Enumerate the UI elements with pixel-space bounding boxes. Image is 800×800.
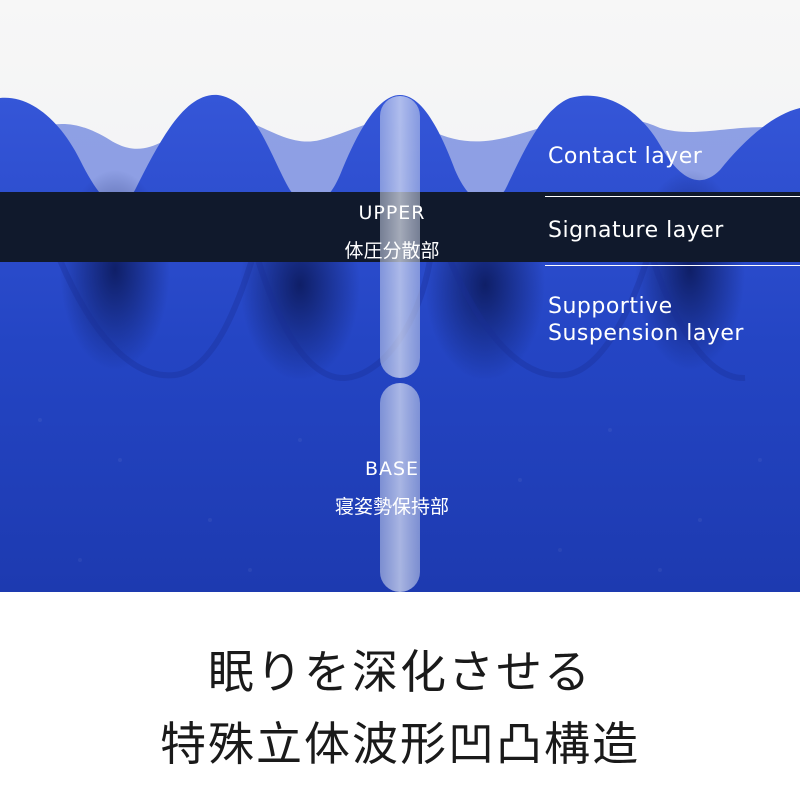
foam-cross-section-photo [0, 0, 800, 592]
upper-label-japanese: 体圧分散部 [344, 240, 440, 262]
signature-layer-label: Signature layer [548, 218, 724, 243]
base-label: BASE [364, 458, 420, 480]
upper-label: UPPER [358, 202, 426, 224]
supportive-layer-label-line1: Supportive [548, 294, 673, 319]
layer-divider-line [545, 196, 800, 197]
base-label-japanese: 寝姿勢保持部 [334, 496, 450, 518]
layer-divider-line [545, 265, 800, 266]
caption-line-1: 眠りを深化させる [208, 645, 592, 699]
contact-layer-label: Contact layer [548, 144, 703, 169]
foam-illustration [0, 0, 800, 592]
supportive-layer-label-line2: Suspension layer [548, 321, 744, 346]
caption-line-2: 特殊立体波形凹凸構造 [160, 717, 640, 771]
vertical-pill-divider-icon [380, 96, 420, 592]
